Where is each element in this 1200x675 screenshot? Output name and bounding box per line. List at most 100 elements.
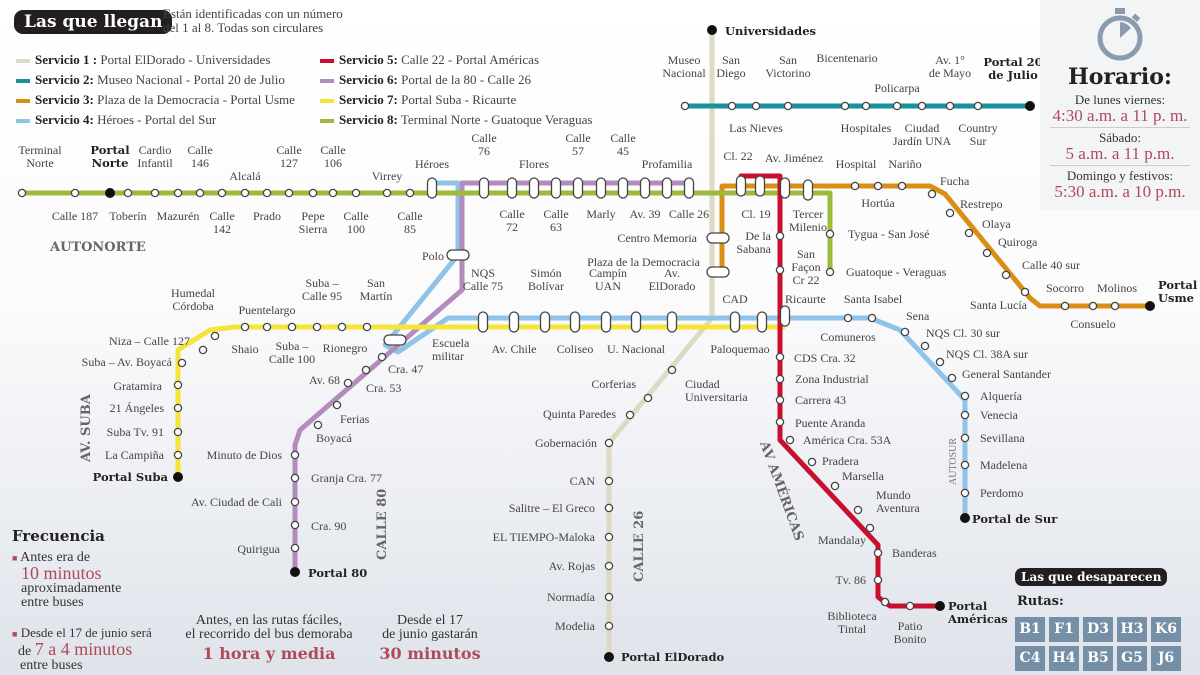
transfer-marker	[706, 266, 730, 278]
station-cad: CAD	[722, 292, 748, 333]
station-marker	[173, 188, 183, 198]
station-label: Paloquemao	[710, 342, 769, 356]
station-marker	[905, 601, 915, 611]
station-marker	[604, 621, 614, 631]
station-mandalay: Mandalay	[818, 523, 875, 547]
freq-before-value: 10 minutos	[21, 563, 102, 583]
service-route: Terminal Norte - Guatoque Veraguas	[400, 112, 593, 127]
freq-after-text: Desde el 17 de junio será	[20, 625, 152, 640]
station-marker	[332, 400, 342, 410]
service-name: Servicio 5:	[339, 52, 398, 67]
station-marker	[775, 395, 785, 405]
terminal-marker	[105, 188, 115, 198]
station-marker	[1060, 301, 1070, 311]
freq-before-text-2: aproximadamente	[21, 581, 122, 596]
station-marker	[362, 322, 372, 332]
station-label: América Cra. 53A	[803, 433, 892, 447]
transfer-marker	[539, 311, 551, 333]
station-label: Niza – Calle 127	[109, 334, 190, 348]
station-marker	[960, 433, 970, 443]
station-boyaca: Boyacá	[313, 420, 353, 445]
station-av68: Av. 68	[309, 373, 353, 388]
station-marker	[861, 101, 871, 111]
station-coliseo: Coliseo	[557, 311, 593, 356]
legend-item: Servicio 1 : Portal ElDorado - Universid…	[16, 50, 295, 70]
station-corferias: Corferias	[591, 377, 653, 403]
station-label: Policarpa	[874, 81, 920, 95]
station-marker	[960, 488, 970, 498]
station-paloquemao: Paloquemao	[710, 311, 770, 356]
station-marker	[807, 457, 817, 467]
station-marker	[217, 188, 227, 198]
station-marker	[1001, 270, 1011, 280]
station-marker	[727, 101, 737, 111]
transfer-marker	[446, 249, 470, 261]
station-marker	[262, 322, 272, 332]
station-label: Comuneros	[820, 330, 876, 344]
station-marker	[751, 101, 761, 111]
station-marker	[935, 357, 945, 367]
routes-label: Rutas:	[1017, 594, 1064, 609]
station-guatoque: Guatoque - Veraguas	[825, 265, 947, 279]
station-label: Cl. 22	[723, 149, 752, 163]
terminal-marker	[173, 472, 183, 482]
legend-item: Servicio 4: Héroes - Portal del Sur	[16, 110, 295, 130]
station-label: Hospitales	[841, 121, 892, 135]
station-label: Puentelargo	[238, 303, 295, 317]
station-molinos: Molinos	[1097, 281, 1137, 311]
station-marker	[853, 505, 863, 515]
station-label: Marsella	[842, 469, 885, 483]
transfer-marker	[478, 177, 490, 199]
station-nieves: Las Nieves	[729, 101, 783, 135]
transfer-marker	[756, 311, 768, 333]
station-marker	[850, 181, 860, 191]
station-label: Portal ElDorado	[621, 650, 725, 664]
station-marker	[604, 438, 614, 448]
travel-after-value: 30 minutos	[379, 644, 481, 663]
terminal-marker	[707, 25, 717, 35]
station-modelia: Modelia	[555, 619, 614, 633]
station-marker	[897, 181, 907, 191]
station-quinta: Quinta Paredes	[543, 407, 635, 421]
station-madelena: Madelena	[960, 458, 1028, 472]
line-swatch	[320, 99, 334, 104]
station-consuelo: Consuelo	[1070, 301, 1116, 331]
station-ricaurte: Ricaurte	[779, 292, 826, 327]
street-autosur: AUTOSUR	[948, 438, 959, 485]
bullet-icon: ■	[12, 629, 18, 639]
station-label: Cl. 19	[741, 207, 770, 221]
removed-route-badge: J6	[1151, 646, 1181, 671]
station-marker	[825, 267, 835, 277]
freq-after-text-2: entre buses	[20, 658, 83, 673]
station-cra47: Cra. 47	[377, 352, 423, 376]
station-marker	[843, 313, 853, 323]
station-label: Toberín	[109, 209, 146, 223]
station-granja: Granja Cra. 77	[290, 471, 382, 485]
station-marker	[287, 322, 297, 332]
station-label: Gobernación	[535, 436, 597, 450]
station-label: Alcalá	[229, 169, 261, 183]
station-label: Zona Industrial	[795, 372, 869, 386]
transfer-marker	[666, 311, 678, 333]
station-marker	[343, 378, 353, 388]
service-name: Servicio 3:	[35, 92, 94, 107]
legend-item: Servicio 5: Calle 22 - Portal Américas	[320, 50, 592, 70]
station-portal-sur: Portal de Sur	[960, 512, 1058, 526]
station-marker	[775, 352, 785, 362]
station-label: Tv. 86	[835, 573, 866, 587]
